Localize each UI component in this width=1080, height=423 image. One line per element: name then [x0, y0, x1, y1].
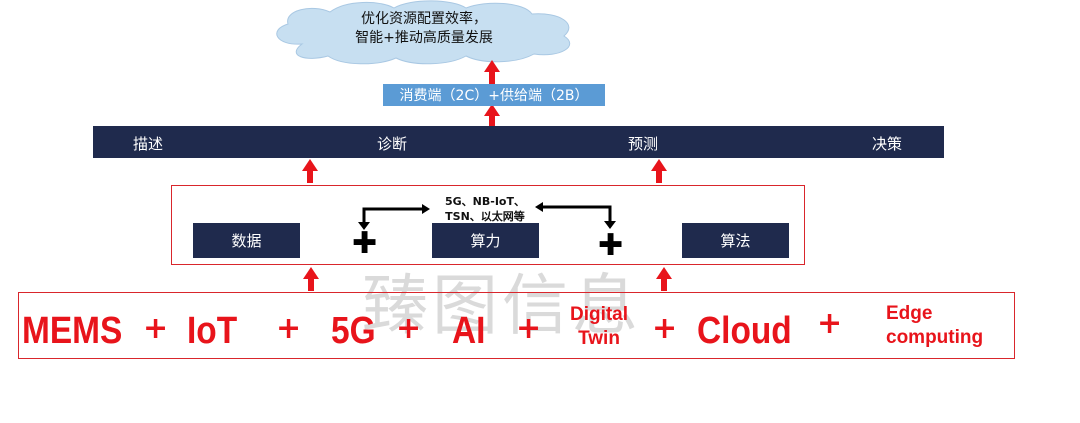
- network-line-1: 5G、NB-IoT、: [445, 195, 525, 208]
- channel-label: 消费端（2C）+供给端（2B）: [383, 84, 605, 106]
- plus-icon: +: [817, 306, 843, 341]
- plus-icon: +: [143, 311, 169, 346]
- connector-right-icon: [540, 205, 612, 224]
- technology-box: [18, 292, 1015, 359]
- tech-digital-twin: Digital Twin: [560, 303, 638, 351]
- tech-cloud: Cloud: [697, 310, 792, 352]
- stage-describe: 描述: [133, 135, 164, 153]
- arrow-up-icon: [303, 267, 319, 291]
- tech-5g: 5G: [331, 310, 376, 352]
- digital-twin-line-2: Twin: [578, 328, 620, 349]
- arrow-up-icon: [484, 60, 500, 84]
- node-data: 数据: [193, 223, 300, 258]
- node-algorithm: 算法: [682, 223, 789, 258]
- plus-icon: +: [396, 311, 422, 346]
- stage-predict: 预测: [628, 135, 659, 153]
- plus-icon: ✚: [598, 228, 624, 263]
- tech-mems: MEMS: [22, 310, 123, 352]
- arrow-up-icon: [484, 104, 500, 128]
- plus-icon: +: [652, 311, 678, 346]
- arrow-up-icon: [651, 159, 667, 183]
- cloud-line-2: 智能+推动高质量发展: [355, 30, 493, 46]
- edge-line-2: computing: [886, 327, 984, 348]
- analytics-stage-bar: [93, 126, 944, 158]
- arrow-up-icon: [302, 159, 318, 183]
- cloud-line-1: 优化资源配置效率，: [361, 11, 487, 27]
- tech-ai: AI: [452, 310, 486, 352]
- stage-diagnose: 诊断: [377, 135, 408, 153]
- tech-iot: IoT: [187, 310, 238, 352]
- plus-icon: +: [516, 311, 542, 346]
- digital-twin-line-1: Digital: [569, 304, 629, 325]
- tech-edge-computing: Edge computing: [886, 302, 983, 350]
- edge-line-1: Edge: [886, 303, 933, 324]
- plus-icon: +: [276, 311, 302, 346]
- cloud-shape: [276, 0, 571, 65]
- arrow-up-icon: [656, 267, 672, 291]
- node-compute: 算力: [432, 223, 539, 258]
- stage-decide: 决策: [872, 135, 903, 153]
- core-elements-box: [171, 185, 805, 265]
- plus-icon: ✚: [352, 226, 378, 261]
- cloud-text: 优化资源配置效率， 智能+推动高质量发展: [300, 10, 548, 48]
- network-text: 5G、NB-IoT、 TSN、以太网等: [415, 194, 555, 224]
- connector-left-icon: [362, 207, 424, 226]
- network-line-2: TSN、以太网等: [445, 210, 525, 223]
- watermark: 臻图信息: [362, 267, 642, 344]
